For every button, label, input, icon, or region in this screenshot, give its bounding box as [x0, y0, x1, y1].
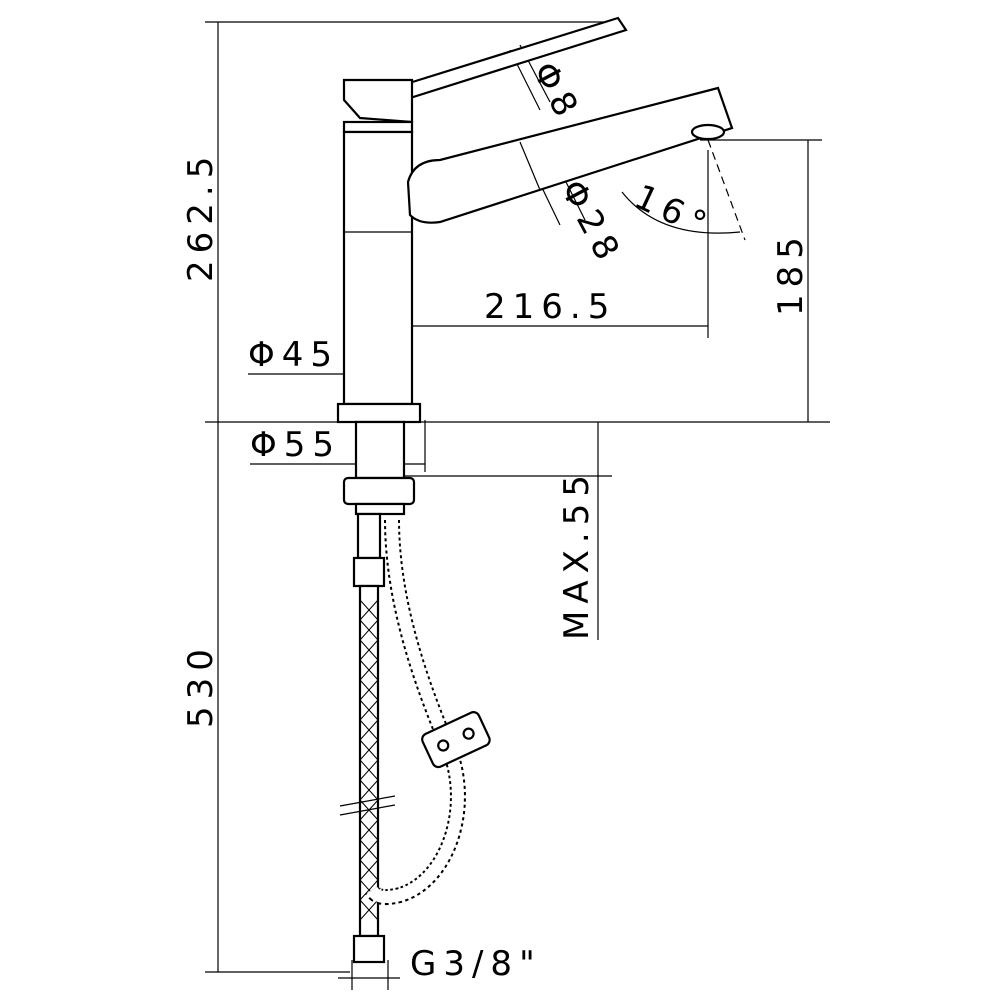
max-thickness-label: MAX.55 [557, 468, 597, 640]
spout-diameter-label: Φ28 [552, 173, 630, 272]
total-height-label: 262.5 [181, 150, 221, 282]
connection-label: G3/8" [410, 944, 542, 984]
mounting-nut [342, 476, 416, 506]
pullout-hose [365, 519, 491, 906]
lever-diameter-label: Φ8 [524, 55, 589, 129]
faucet-column [342, 130, 414, 406]
reach-label: 216.5 [484, 287, 616, 327]
spout-height-label: 185 [771, 230, 811, 316]
supply-hose [339, 512, 396, 964]
spout-angle-label: 16° [628, 177, 719, 248]
spout [406, 86, 734, 224]
lever-handle [404, 16, 628, 100]
lever-cap [342, 78, 414, 124]
faucet-body [336, 16, 734, 516]
mounting-shank [354, 420, 406, 480]
base-diameter-label: Φ55 [250, 425, 341, 465]
hose-length-label: 530 [181, 642, 221, 728]
hose-counterweight [421, 711, 491, 769]
body-diameter-label: Φ45 [248, 335, 339, 375]
faucet-base [336, 402, 422, 424]
